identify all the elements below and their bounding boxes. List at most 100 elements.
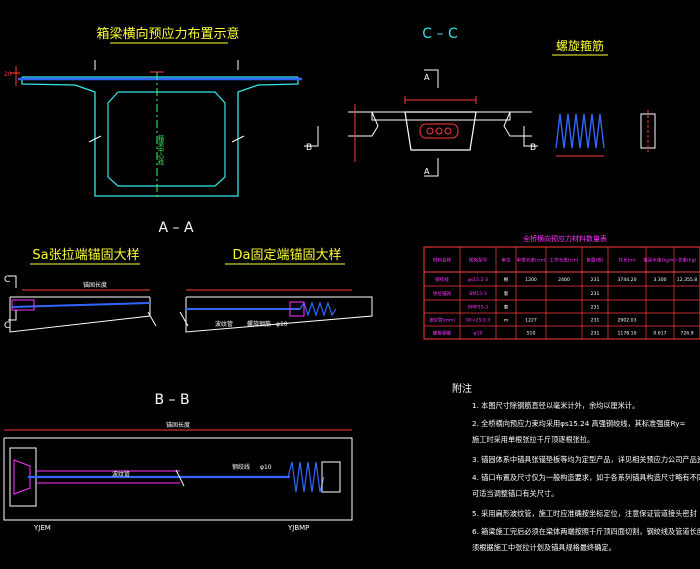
da-spiral-label: 螺旋钢筋 [247, 320, 271, 328]
c-marker-bottom [8, 310, 17, 321]
sa-tendon [11, 302, 151, 308]
spiral-coil [555, 113, 605, 149]
table-header-cell: 单根长度(cm) [517, 257, 546, 264]
bb-ripple-label: 波纹管 [112, 470, 130, 478]
table-cell: 231 [591, 277, 600, 283]
note-line: 4. 锚口布置及尺寸仅为一般构造要求，如于各系列锚具构造尺寸略有不同 [472, 473, 700, 482]
table-cell: 1227 [525, 318, 537, 324]
note-line: 2. 全桥横向预应力束均采用φs15.24 高强钢绞线，其标准强度Ry= [472, 419, 686, 428]
table-cell: 231 [591, 305, 600, 311]
table-header-cell: 工作长度(cm) [550, 257, 579, 264]
note-line: 须根据施工中张拉计划及锚具规格最终确定。 [472, 543, 616, 552]
cc-strand-3 [444, 127, 452, 135]
anchor-details: Sa张拉端锚固大样 Da固定端锚固大样 锚固长度 C C 波纹管 螺旋钢筋 φ1… [4, 248, 373, 333]
cc-a-label-top: A [424, 73, 430, 82]
table-cells: 材料名称规格型号单位单根长度(cm)工作长度(cm)数量(根)共长(m)每延米重… [429, 257, 697, 337]
table-cell: BM15-3 [469, 291, 487, 297]
table-cell: 726.9 [680, 331, 693, 337]
table-cell: 张拉锚具 [433, 290, 452, 297]
bb-left-block [9, 447, 37, 507]
table-header-cell: 材料名称 [433, 257, 452, 264]
bb-beam-outline [3, 437, 353, 521]
table-cell: 12,355.8 [677, 277, 698, 283]
table-header-cell: 总重(kg) [678, 257, 697, 264]
sa-anchor-len-label: 锚固长度 [83, 281, 107, 289]
table-cell: m [504, 319, 509, 324]
spiral-title: 螺旋箍筋 [556, 38, 604, 53]
note-line: 可适当调整锚口有关尺寸。 [472, 489, 558, 498]
table-cell: BMP15-3 [468, 305, 488, 311]
section-cc-title: C – C [422, 26, 458, 42]
cc-b-label-left: B [306, 143, 312, 153]
center-line-label: 箱梁中心线 [157, 134, 164, 165]
left-dim-text: 20 [4, 71, 12, 78]
c-marker-top [8, 275, 17, 288]
da-title: Da固定端锚固大样 [233, 248, 342, 263]
note-line: 3. 锚固体系中锚具张锚垫板等均为定型产品，详见相关预应力公司产品资料 [472, 455, 700, 464]
table-header-cell: 数量(根) [586, 257, 604, 264]
table-cell: 3.300 [653, 277, 666, 283]
girder-inner-cell [107, 91, 226, 187]
c-label-top: C [4, 275, 10, 285]
sa-beam-outline [9, 297, 151, 333]
table-cell: 0.617 [653, 331, 666, 337]
web-break-right [231, 135, 245, 143]
sa-break [147, 311, 157, 327]
cc-b-marker-left [304, 126, 319, 147]
table-cell: 2400 [558, 277, 570, 283]
table-cell: 3744.20 [618, 277, 637, 283]
cc-right-flange [503, 111, 532, 137]
cc-left-flange [348, 111, 379, 137]
cc-a-marker-top [424, 69, 439, 88]
table-cell: 套 [504, 290, 509, 297]
table-cell: 根 [504, 276, 509, 283]
table-cell: 螺旋钢筋 [433, 330, 452, 337]
section-bb-title: B – B [154, 392, 189, 408]
note-line: 6. 箱梁施工完后必须在梁体两端按照千斤顶四面切割，钢绞线及管道长度均为理论 [472, 527, 700, 536]
table-cell: 1200 [525, 277, 537, 283]
bb-left-anchor [13, 459, 31, 495]
table-title: 全桥横向预应力材料数量表 [523, 234, 607, 243]
cc-b-label-right: B [530, 143, 536, 153]
main-title: 箱梁横向预应力布置示意 [96, 26, 239, 42]
table-cell: φ10 [474, 331, 483, 337]
da-phi-label: φ10 [276, 321, 288, 328]
table-cell: φs15.2-3 [468, 277, 488, 283]
material-table: 全桥横向预应力材料数量表 材料名称规格型号单位单根长度(cm)工作长度(cm)数… [423, 234, 700, 340]
bb-strand-label: 钢绞线 [232, 463, 250, 471]
cc-duct [419, 123, 459, 139]
sa-anchor-plate [11, 299, 35, 311]
da-spiral [299, 301, 337, 317]
bb-yjbmp-label: YJBMP [287, 524, 309, 532]
cc-deck [371, 111, 511, 121]
bb-phi-label: φ10 [260, 464, 272, 471]
table-border [423, 246, 700, 340]
note-line: 1. 本图尺寸除钢筋直径以毫米计外，余均以厘米计。 [472, 401, 639, 410]
cc-b-marker-right [523, 126, 538, 147]
notes-lines: 1. 本图尺寸除钢筋直径以毫米计外，余均以厘米计。 2. 全桥横向预应力束均采用φ… [472, 401, 700, 552]
cc-anchor-block [404, 111, 477, 151]
note-line: 5. 采用扁形波纹管，施工时应准确按坐标定位，注意保证管道接头密封 [472, 509, 697, 518]
table-cell: 231 [591, 318, 600, 324]
box-girder-cross-section: 箱梁横向预应力布置示意 箱梁中心线 20 [4, 26, 302, 200]
bb-spiral [287, 461, 325, 493]
da-break [179, 311, 189, 327]
sa-title: Sa张拉端锚固大样 [32, 248, 139, 263]
section-aa-title: A – A [158, 220, 193, 236]
web-break-left [88, 135, 102, 143]
cc-strand-2 [435, 127, 443, 135]
table-cell: 钢绞线 [435, 276, 449, 283]
table-cell: 1178.10 [618, 331, 637, 337]
bb-yjem-label: YJEM [33, 524, 51, 532]
girder-outer-outline [21, 77, 299, 197]
table-cell: 510 [527, 331, 536, 337]
table-columns [459, 247, 675, 339]
table-cell: 2902.03 [618, 318, 637, 324]
spiral-detail: 螺旋箍筋 [552, 38, 656, 157]
table-cell: 波纹管(mm) [429, 317, 456, 324]
table-cell: 套 [504, 304, 509, 311]
bb-anchor-len-label: 锚固长度 [166, 421, 190, 429]
table-cell: 231 [591, 291, 600, 297]
section-cc: C – C A A B B [304, 26, 538, 177]
